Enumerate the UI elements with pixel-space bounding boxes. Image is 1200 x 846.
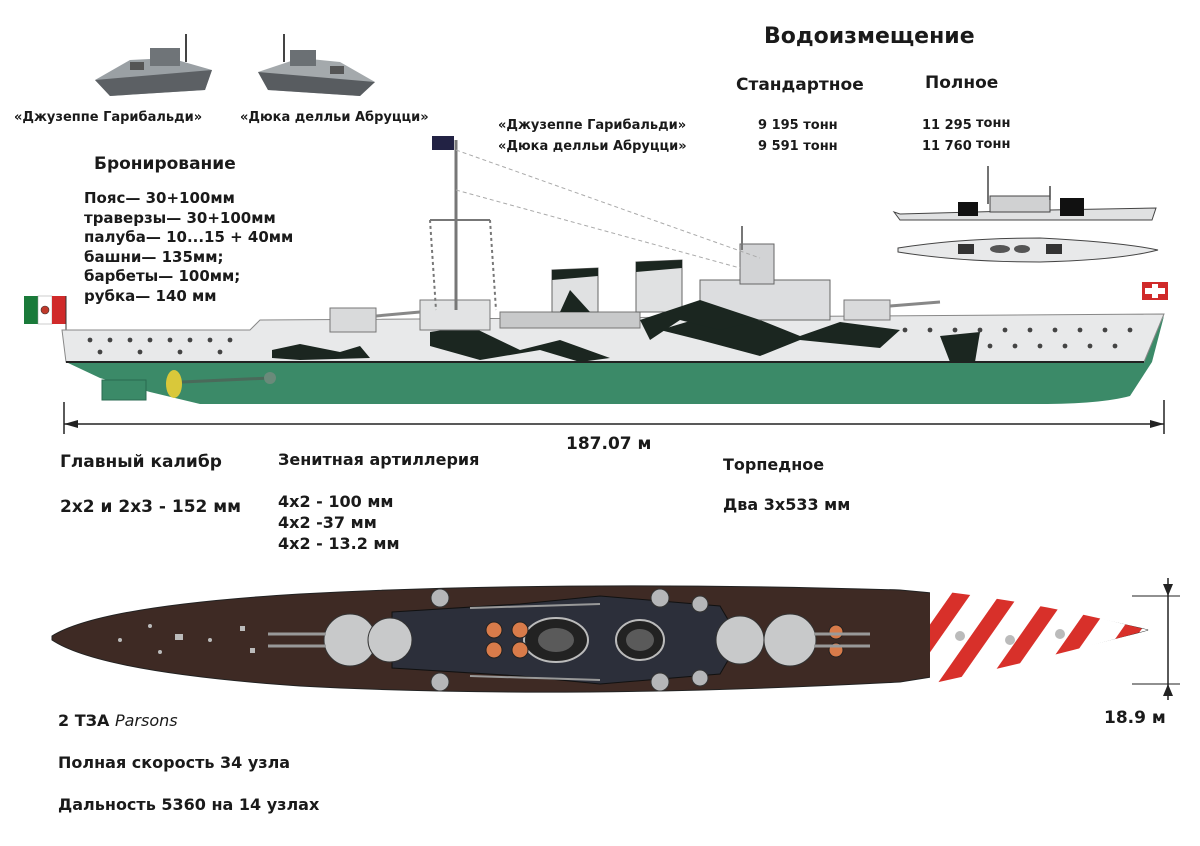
naval-jack-icon bbox=[1142, 282, 1168, 300]
displacement-row-name: «Дюка делльи Абруцци» bbox=[498, 139, 687, 154]
aa-list: 4x2 - 100 мм 4x2 -37 мм 4x2 - 13.2 мм bbox=[278, 491, 400, 554]
main-caliber-title: Главный калибр bbox=[60, 452, 222, 472]
armor-line: траверзы— 30+100мм bbox=[84, 208, 276, 227]
ship-photo-abruzzi bbox=[258, 34, 375, 96]
beam-dimension-line bbox=[1132, 578, 1180, 700]
displacement-row-full: 11 760 bbox=[922, 139, 972, 154]
ship-name-abruzzi: «Дюка делльи Абруцци» bbox=[240, 110, 429, 125]
displacement-row-unit: тонн bbox=[976, 116, 1011, 131]
displacement-row-full: 11 295 bbox=[922, 118, 972, 133]
aa-line: 4x2 - 100 мм bbox=[278, 492, 394, 511]
armor-line: Пояс— 30+100мм bbox=[84, 189, 235, 207]
range-label: Дальность 5360 на 14 узлах bbox=[58, 795, 320, 814]
engine-name: Parsons bbox=[114, 711, 178, 730]
torpedo-value: Два 3x533 мм bbox=[723, 495, 851, 514]
displacement-title: Водоизмещение bbox=[764, 24, 975, 49]
displacement-row-unit: тонн bbox=[976, 137, 1011, 152]
length-dimension-line bbox=[63, 400, 1165, 434]
aa-line: 4x2 - 13.2 мм bbox=[278, 534, 400, 553]
displacement-full-label: Полное bbox=[925, 73, 999, 93]
displacement-standard-label: Стандартное bbox=[736, 75, 864, 95]
small-side-profile bbox=[892, 166, 1157, 221]
italian-flag-icon bbox=[24, 295, 67, 336]
displacement-row-name: «Джузеппе Гарибальди» bbox=[498, 118, 687, 133]
mast-flag-icon bbox=[432, 136, 454, 150]
ship-side-profile bbox=[61, 140, 1165, 404]
ship-name-garibaldi: «Джузеппе Гарибальди» bbox=[14, 110, 203, 125]
armor-line: рубка— 140 мм bbox=[84, 286, 217, 305]
armor-title: Бронирование bbox=[94, 154, 236, 174]
torpedo-title: Торпедное bbox=[723, 455, 825, 474]
armor-line: барбеты— 100мм; bbox=[84, 267, 241, 285]
length-label: 187.07 м bbox=[566, 434, 652, 454]
armor-line: башни— 135мм; bbox=[84, 247, 224, 266]
ship-photo-garibaldi bbox=[95, 34, 212, 96]
speed-label: Полная скорость 34 узла bbox=[58, 753, 291, 772]
armor-line: палуба— 10...15 + 40мм bbox=[84, 228, 294, 246]
aa-line: 4x2 -37 мм bbox=[278, 513, 377, 532]
main-caliber-value: 2x2 и 2x3 - 152 мм bbox=[60, 497, 242, 517]
displacement-row-standard: 9 195 тонн bbox=[758, 118, 838, 133]
engine-count: 2 ТЗА bbox=[58, 711, 110, 730]
aa-title: Зенитная артиллерия bbox=[278, 450, 480, 469]
armor-list: Пояс— 30+100мм траверзы— 30+100мм палуба… bbox=[84, 189, 293, 306]
beam-label: 18.9 м bbox=[1104, 708, 1166, 728]
displacement-row-standard: 9 591 тонн bbox=[758, 139, 838, 154]
ship-top-view bbox=[51, 585, 1149, 693]
engine-label: 2 ТЗА Parsons bbox=[58, 711, 178, 730]
small-top-view bbox=[897, 237, 1159, 263]
